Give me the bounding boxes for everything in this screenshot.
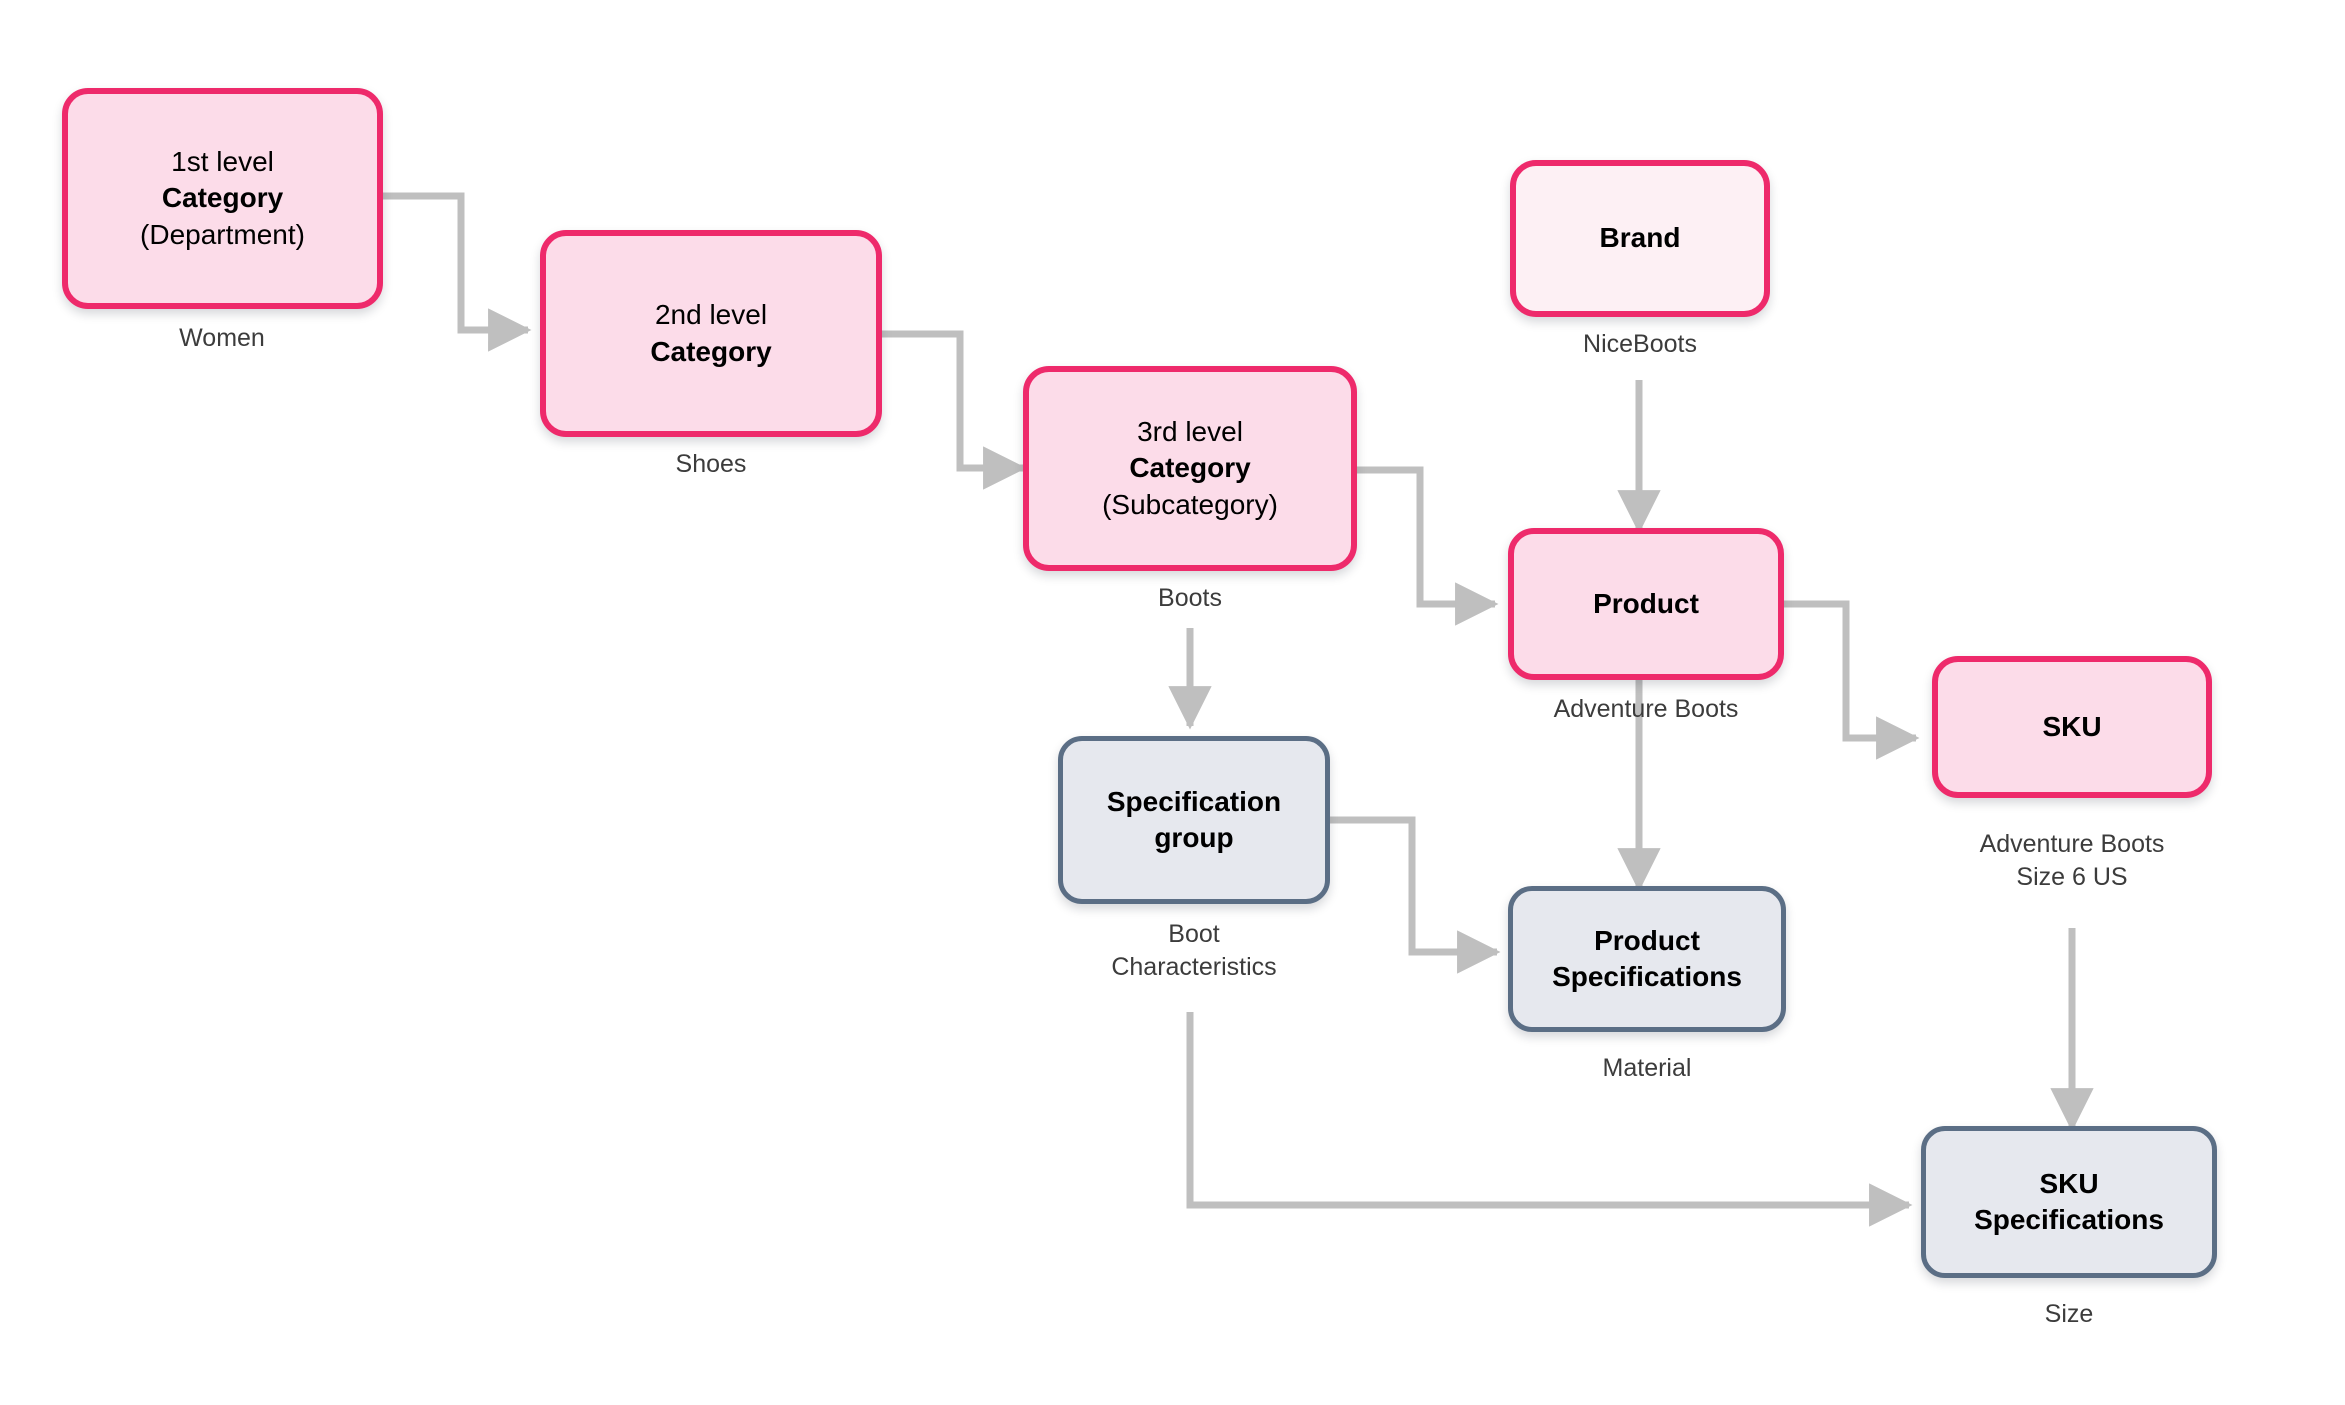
node-category-1-line1: 1st level bbox=[171, 145, 274, 177]
caption-specification-group: Boot Characteristics bbox=[1111, 920, 1277, 981]
node-sku-label: SKU bbox=[2042, 710, 2102, 742]
caption-product-specifications: Material bbox=[1602, 1054, 1692, 1082]
node-brand[interactable]: Brand bbox=[1510, 160, 1770, 317]
caption-category-1: Women bbox=[179, 324, 265, 352]
node-category-2-line1: 2nd level bbox=[654, 299, 768, 331]
edge-specification-group-sku-specifications bbox=[1186, 1012, 1913, 1227]
node-category-3-line3: (Subcategory) bbox=[1102, 488, 1278, 520]
caption-category-3: Boots bbox=[1158, 584, 1222, 612]
node-sku-specifications[interactable]: SKU Specifications bbox=[1921, 1126, 2217, 1278]
caption-sku: Adventure Boots Size 6 US bbox=[1979, 830, 2165, 891]
node-product-specifications-label: Product Specifications bbox=[1552, 924, 1742, 992]
node-product-label: Product bbox=[1593, 587, 1699, 619]
caption-sku-specifications: Size bbox=[2044, 1300, 2094, 1328]
edge-category1-category2 bbox=[383, 192, 532, 352]
caption-product: Adventure Boots bbox=[1553, 695, 1739, 723]
caption-brand: NiceBoots bbox=[1583, 330, 1697, 358]
node-category-3[interactable]: 3rd level Category (Subcategory) bbox=[1023, 366, 1357, 571]
node-category-3-line2: Category bbox=[1129, 452, 1251, 484]
caption-category-2: Shoes bbox=[675, 450, 747, 478]
node-category-3-line1: 3rd level bbox=[1137, 415, 1243, 447]
node-sku-specifications-label: SKU Specifications bbox=[1974, 1167, 2164, 1235]
node-product-specifications[interactable]: Product Specifications bbox=[1508, 886, 1786, 1032]
node-brand-label: Brand bbox=[1599, 222, 1681, 254]
node-specification-group[interactable]: Specification group bbox=[1058, 736, 1330, 904]
node-specification-group-label: Specification group bbox=[1106, 785, 1282, 853]
node-category-1[interactable]: 1st level Category (Department) bbox=[62, 88, 383, 309]
node-category-2[interactable]: 2nd level Category bbox=[540, 230, 882, 437]
node-sku[interactable]: SKU bbox=[1932, 656, 2212, 798]
node-category-1-line2: Category bbox=[161, 182, 284, 214]
node-product[interactable]: Product bbox=[1508, 528, 1784, 680]
node-category-2-line2: Category bbox=[650, 335, 772, 367]
node-category-1-line3: (Department) bbox=[140, 218, 305, 250]
